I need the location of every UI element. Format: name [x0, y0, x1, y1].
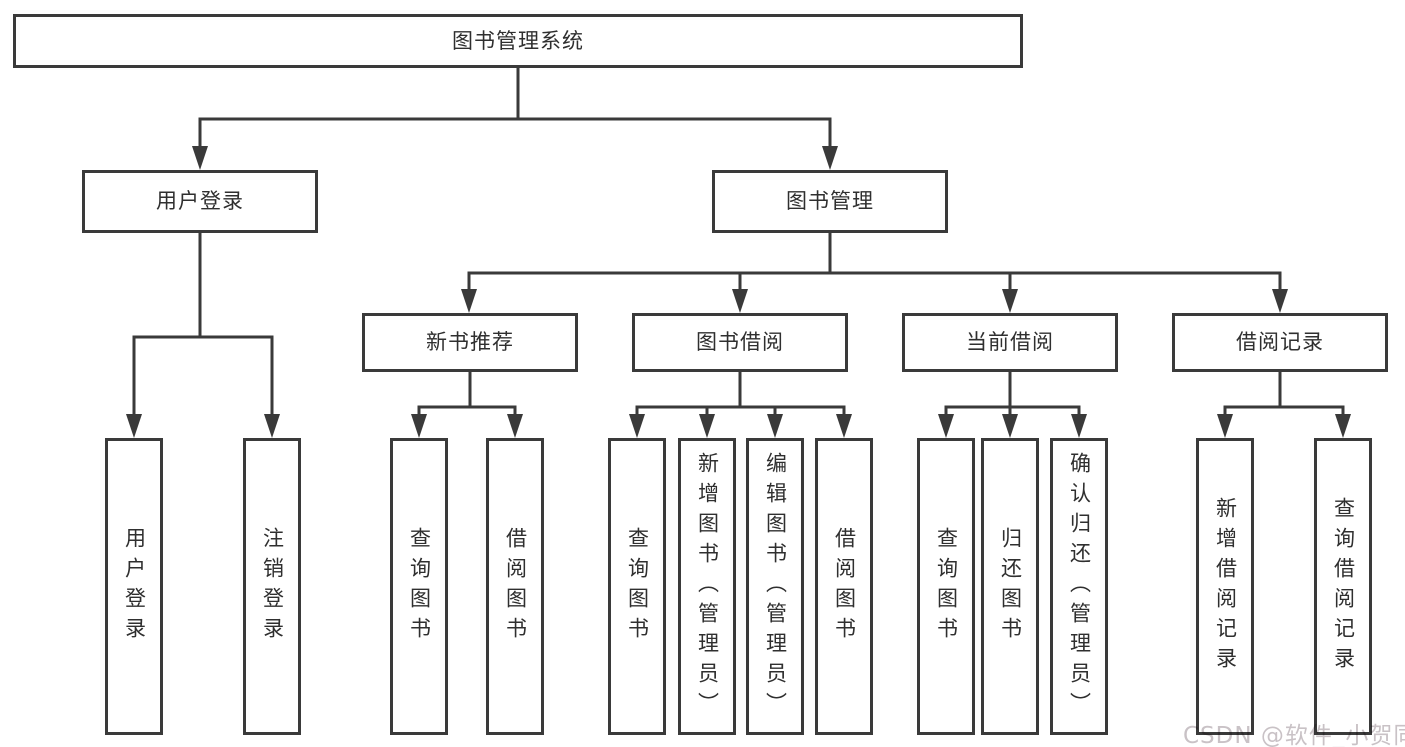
leaf-borrow-books: 借阅图书 [815, 438, 873, 735]
node-user-login: 用户登录 [82, 170, 318, 233]
node-book-borrowing: 图书借阅 [632, 313, 848, 372]
leaf-query-books: 查询图书 [917, 438, 975, 735]
node-borrowing-records: 借阅记录 [1172, 313, 1388, 372]
leaf-logout: 注销登录 [243, 438, 301, 735]
node-library-system: 图书管理系统 [13, 14, 1023, 68]
leaf-confirm-return-admin: 确认归还（管理员） [1050, 438, 1108, 735]
node-book-management: 图书管理 [712, 170, 948, 233]
leaf-query-books: 查询图书 [608, 438, 666, 735]
leaf-query-borrow-record: 查询借阅记录 [1314, 438, 1372, 735]
leaf-edit-book-admin: 编辑图书（管理员） [746, 438, 804, 735]
leaf-user-login: 用户登录 [105, 438, 163, 735]
leaf-borrow-books: 借阅图书 [486, 438, 544, 735]
leaf-add-book-admin: 新增图书（管理员） [678, 438, 736, 735]
leaf-return-books: 归还图书 [981, 438, 1039, 735]
leaf-query-books: 查询图书 [390, 438, 448, 735]
csdn-watermark: CSDN @软件_小贺同学 [1183, 723, 1405, 747]
node-new-book-recommend: 新书推荐 [362, 313, 578, 372]
leaf-add-borrow-record: 新增借阅记录 [1196, 438, 1254, 735]
node-current-borrowing: 当前借阅 [902, 313, 1118, 372]
